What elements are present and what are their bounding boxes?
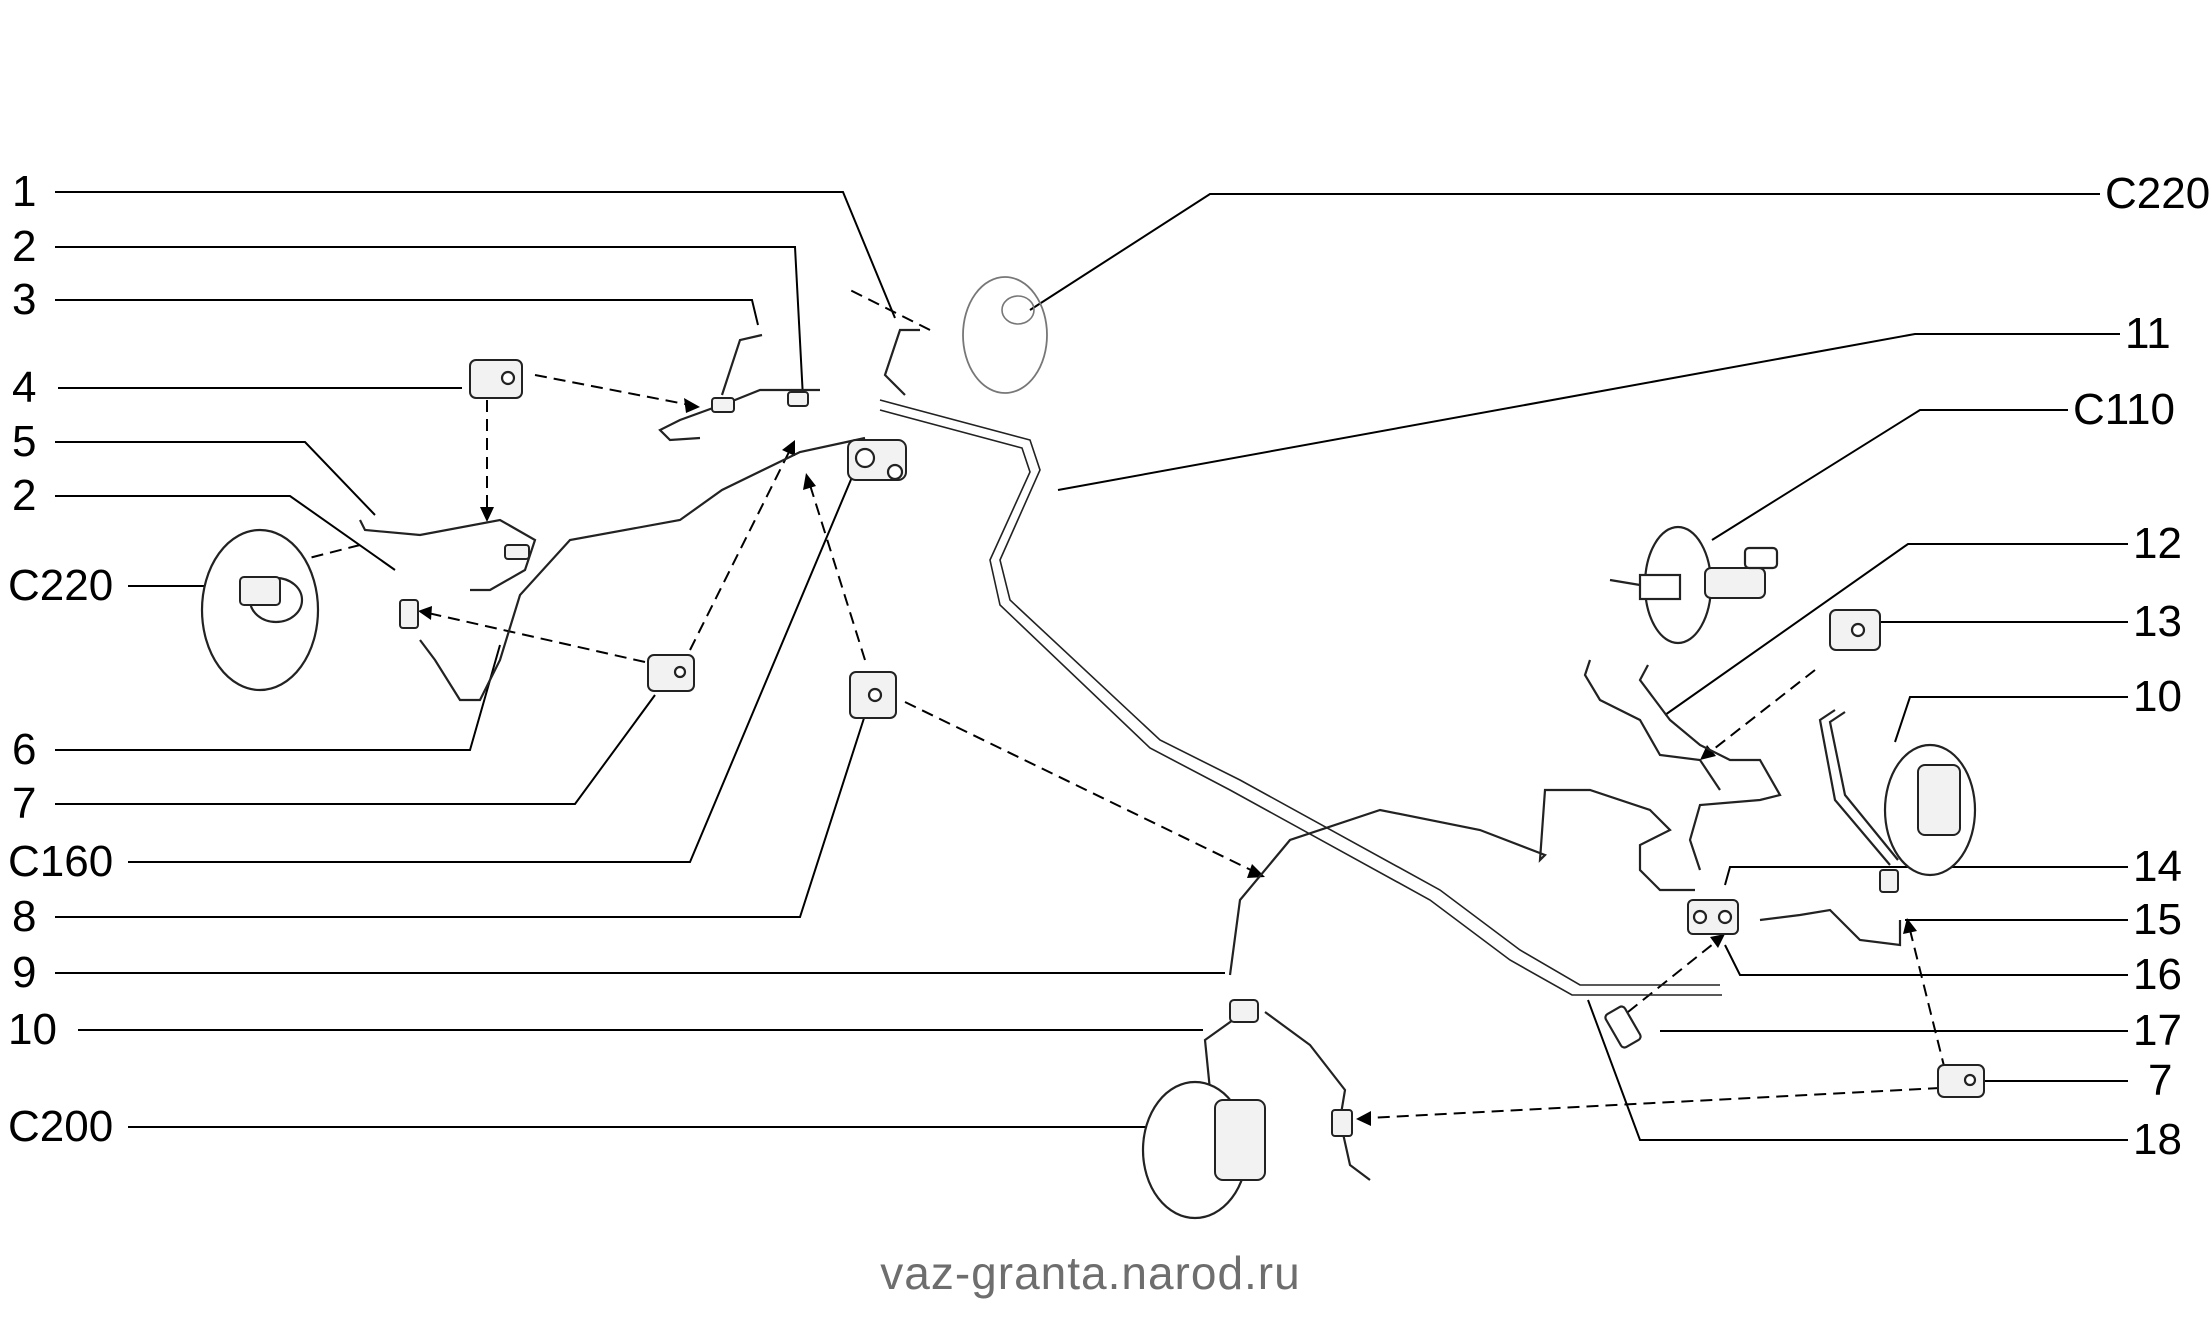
callout-15: 15 — [2133, 895, 2182, 944]
callout-16: 16 — [2133, 950, 2182, 999]
leader-lines-left — [55, 191, 1225, 1128]
leader-lines-right — [1029, 193, 2128, 1141]
callout-7: 7 — [12, 779, 37, 828]
callout-8: 8 — [12, 892, 37, 941]
clip-7 — [647, 654, 695, 692]
callout-9: 9 — [12, 948, 37, 997]
callout-c220-left: C220 — [8, 561, 114, 610]
callout-10b: 10 — [2133, 672, 2182, 721]
clip-4 — [469, 359, 523, 399]
leader-1 — [55, 191, 896, 319]
callout-3: 3 — [12, 275, 37, 324]
callout-2b: 2 — [12, 471, 37, 520]
leader-16 — [1724, 944, 2128, 976]
components — [200, 276, 1985, 1220]
callout-5: 5 — [12, 417, 37, 466]
leader-2a — [55, 246, 804, 399]
callout-10a: 10 — [8, 1005, 57, 1054]
leader-c160 — [128, 469, 856, 863]
leader-7 — [55, 694, 656, 805]
callout-2a: 2 — [12, 222, 37, 271]
clip-7b — [1937, 1064, 1985, 1098]
leader-c220-right — [1029, 193, 2100, 311]
leader-3 — [55, 299, 759, 326]
callout-17: 17 — [2133, 1006, 2182, 1055]
callout-7b: 7 — [2148, 1056, 2173, 1105]
callout-4: 4 — [12, 363, 37, 412]
leader-18 — [1587, 999, 2128, 1141]
callout-18: 18 — [2133, 1115, 2182, 1164]
leader-11 — [1057, 333, 2120, 491]
tee-block — [1687, 899, 1739, 935]
rear-drum-right — [962, 276, 1048, 394]
callout-6: 6 — [12, 725, 37, 774]
callout-1: 1 — [12, 167, 37, 216]
watermark-text: vaz-granta.narod.ru — [880, 1247, 1301, 1299]
dashed-arrows — [261, 289, 1946, 1126]
callout-14: 14 — [2133, 842, 2182, 891]
callout-13: 13 — [2133, 597, 2182, 646]
leader-12 — [1664, 543, 2128, 716]
leader-c110 — [1711, 409, 2068, 541]
callout-c200: C200 — [8, 1102, 114, 1151]
leader-8 — [55, 714, 866, 918]
leader-14 — [1724, 866, 2128, 886]
brake-pipes — [359, 328, 1902, 1181]
bolt-17 — [1604, 1005, 1642, 1049]
leader-5 — [55, 441, 376, 516]
leader-10b — [1894, 696, 2128, 743]
callout-11: 11 — [2125, 309, 2171, 358]
callout-c220-right: C220 — [2105, 169, 2210, 218]
callout-12: 12 — [2133, 519, 2182, 568]
callout-c160: C160 — [8, 837, 114, 886]
callout-c110: C110 — [2073, 385, 2175, 434]
